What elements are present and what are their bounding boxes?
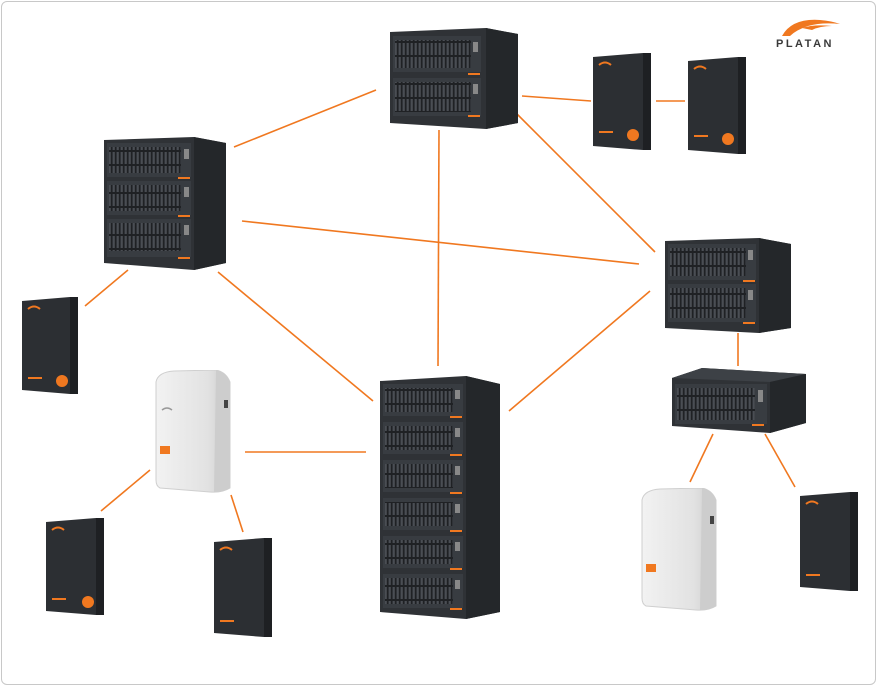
platan-logo-mark: [782, 19, 840, 36]
wallbox-dark-top-1: [593, 53, 651, 150]
wallbox-dark-bottom-mid: [214, 538, 272, 637]
wallbox-light-left: [155, 370, 231, 493]
link-small-walldark: [764, 433, 796, 488]
link-topcenter-right: [514, 111, 656, 253]
link-walllight-dark-bm: [230, 494, 244, 533]
link-left-tall: [217, 271, 374, 402]
brand-name: PLATAN: [776, 38, 834, 50]
wallbox-dark-left: [22, 297, 78, 394]
wallbox-dark-bottom-right: [800, 492, 858, 591]
wallbox-dark-top-2: [688, 57, 746, 154]
wallbox-dark-bottom-left: [46, 518, 104, 615]
platan-logo: PLATAN: [762, 16, 848, 52]
link-small-walllight: [689, 433, 714, 483]
rack-center-tall: [380, 376, 500, 619]
link-walllight-dark-bl: [100, 469, 151, 512]
rack-right-small: [672, 368, 806, 433]
rack-left: [104, 137, 226, 270]
rack-top-center: [390, 28, 518, 129]
link-left-right: [241, 220, 640, 265]
wallbox-light-right: [641, 488, 717, 611]
link-topcenter-tall: [437, 129, 440, 367]
link-right-tall: [508, 290, 651, 412]
link-left-walldark: [84, 269, 129, 307]
link-topcenter-wall1: [521, 95, 592, 102]
rack-right: [665, 238, 791, 333]
link-left-topcenter: [233, 89, 377, 148]
